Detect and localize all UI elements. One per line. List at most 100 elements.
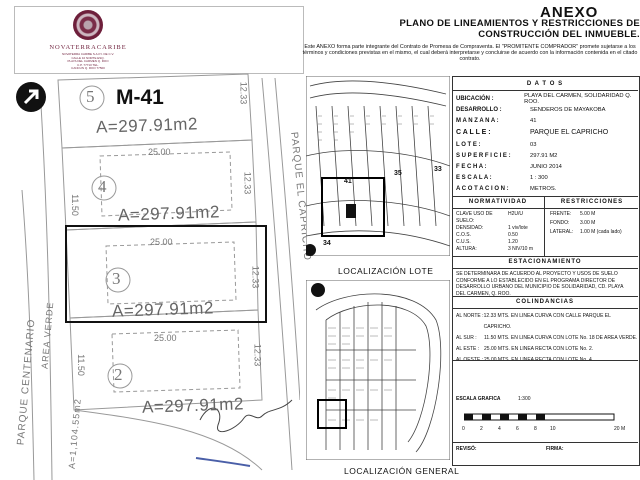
lot-plan-drawing — [21, 73, 300, 480]
datos-label: UBICACIÓN : — [456, 95, 494, 102]
lot-number: 2 — [114, 365, 123, 384]
colind-value: 11.50 MTS. EN LINEA CURVA CON LOTE No. 1… — [484, 335, 638, 341]
lot-number: 5 — [86, 87, 95, 106]
lot-mark: 33 — [434, 166, 442, 173]
general-highlight-box — [317, 399, 347, 429]
graphic-scale-bar — [464, 413, 615, 421]
datos-row: F E C H A : JUNIO 2014 — [456, 161, 638, 172]
divider — [452, 256, 638, 257]
restr-row: FRENTE:5.00 M — [550, 211, 638, 220]
colindancias-table: AL NORTE :12.33 MTS. EN LINEA CURVA CON … — [456, 311, 638, 366]
logo-address: NOVATERRA CARIBE S.A.P.I. DE C.V. CALLE … — [35, 52, 141, 71]
logo-address-line: C.P. 77710 TEL. — [77, 62, 99, 67]
colind-value: 25.00 MTS. EN LINEA RECTA CON LOTE No. 2… — [484, 346, 594, 352]
location-map-lote — [306, 76, 450, 256]
reviso-label: REVISÓ: — [456, 446, 477, 452]
norm-row: ALTURA: 3 NIV/10 m — [456, 246, 544, 253]
lot-mark: 35 — [394, 170, 402, 177]
datos-row: DESARROLLO : SENDEROS DE MAYAKOBA — [456, 104, 638, 115]
datos-row: C A L L E :PARQUE EL CAPRICHO — [456, 126, 638, 139]
datos-label: M A N Z A N A : — [456, 117, 499, 124]
scale-tick: 10 — [550, 426, 556, 432]
norm-row: DENSIDAD:1 viv/lote — [456, 225, 544, 232]
lot-area: A=297.91m2 — [141, 394, 245, 417]
norm-value: 3 NIV/10 m — [508, 246, 534, 252]
divider — [452, 90, 638, 91]
escala-grafica-title: ESCALA GRAFICA — [456, 396, 501, 402]
divider-vertical — [544, 196, 545, 256]
scale-tick: 6 — [516, 426, 519, 432]
datos-row: UBICACIÓN :PLAYA DEL CARMEN, SOLIDARIDAD… — [456, 93, 638, 105]
lot-area: A=297.91m2 — [117, 202, 221, 225]
normatividad-table: CLAVE USO DE SUELO: H2U/U DENSIDAD:1 viv/… — [456, 211, 544, 253]
highlighted-lot-outline — [65, 225, 267, 323]
datos-title: D A T O S — [526, 81, 564, 87]
datos-table: UBICACIÓN :PLAYA DEL CARMEN, SOLIDARIDAD… — [456, 93, 638, 194]
lot-side-dimension: 12.33 — [252, 343, 263, 367]
lot-mark: 34 — [323, 240, 331, 247]
lot-number: 4 — [98, 177, 107, 196]
restr-row: FONDO:3.00 M — [550, 220, 638, 229]
lot-side-dimension: 12.33 — [242, 171, 253, 195]
divider — [452, 442, 638, 443]
lot-side-dimension: 12.33 — [238, 81, 249, 105]
datos-label: F E C H A : — [456, 163, 487, 170]
lot-width-dimension: 25.00 — [150, 237, 173, 247]
colind-label: AL ESTE : — [456, 346, 480, 352]
lot-mark: 41 — [344, 178, 352, 185]
location-map-general — [306, 280, 450, 460]
colindancias-title: COLINDANCIAS — [516, 299, 574, 305]
colind-label: AL NORTE : — [456, 313, 484, 319]
restr-row: LATERAL:1.00 M (cada lado) — [550, 229, 638, 238]
datos-label: L O T E : — [456, 141, 481, 148]
lot-number: 3 — [112, 269, 121, 288]
scale-tick: 20 M — [614, 426, 626, 432]
colind-row: AL NORTE :12.33 MTS. EN LINEA CURVA CON … — [456, 311, 638, 333]
norm-label: ALTURA: — [456, 246, 477, 252]
datos-label: S U P E R F I C I E : — [456, 152, 511, 159]
datos-label: DESARROLLO : — [456, 106, 502, 113]
datos-label: E S C A L A : — [456, 174, 492, 181]
datos-value: 41 — [530, 117, 537, 124]
normatividad-title: NORMATIVIDAD — [468, 199, 528, 205]
anexo-title: ANEXO — [540, 4, 599, 21]
restr-value: 5.00 M — [580, 211, 596, 217]
datos-value: 1 : 300 — [530, 174, 548, 181]
logo-address-line: CANCUN Q. ROO 77500 — [71, 66, 105, 71]
document-title-line-2: CONSTRUCCIÓN DEL INMUEBLE. — [478, 29, 640, 40]
lot-area: A=297.91m2 — [95, 114, 199, 137]
estacionamiento-title: ESTACIONAMIENTO — [508, 259, 582, 265]
estacionamiento-text: SE DETERMINARA DE ACUERDO AL PROYECTO Y … — [456, 271, 624, 297]
datos-row: S U P E R F I C I E :297.91 M2 — [456, 150, 638, 161]
lote-highlight-box — [321, 177, 385, 237]
firma-label: FIRMA: — [546, 446, 564, 452]
datos-value: SENDEROS DE MAYAKOBA — [530, 106, 606, 113]
developer-logo-block: NOVATERRACARIBE NOVATERRA CARIBE S.A.P.I… — [14, 6, 304, 74]
divider — [452, 196, 638, 197]
datos-value: JUNIO 2014 — [530, 163, 562, 170]
norm-row: C.O.S.0.50 — [456, 232, 544, 239]
colind-label: AL SUR : — [456, 335, 477, 341]
restr-label: FONDO: — [550, 220, 570, 226]
restr-label: LATERAL: — [550, 229, 574, 235]
norm-label: DENSIDAD: — [456, 225, 484, 231]
lot-width-dimension: 25.00 — [154, 333, 177, 343]
divider — [452, 308, 638, 309]
signature-stroke — [199, 399, 293, 433]
norm-value: H2U/U — [508, 211, 524, 217]
divider — [452, 208, 638, 209]
divider — [452, 296, 638, 297]
lot-area: A=297.91m2 — [111, 298, 215, 321]
escala-grafica-ratio: 1:300 — [518, 396, 531, 402]
scale-tick: 2 — [480, 426, 483, 432]
datos-row: L O T E :03 — [456, 139, 638, 150]
norm-label: C.U.S. — [456, 239, 471, 245]
divider — [452, 268, 638, 269]
document-title-line-1: PLANO DE LINEAMIENTOS Y RESTRICCIONES DE — [399, 18, 640, 29]
colind-row: AL SUR : 11.50 MTS. EN LINEA CURVA CON LO… — [456, 333, 638, 344]
norm-label: CLAVE USO DE SUELO: — [456, 211, 493, 224]
datos-row: M A N Z A N A : 41 — [456, 115, 638, 126]
colind-row: AL ESTE : 25.00 MTS. EN LINEA RECTA CON L… — [456, 344, 638, 355]
datos-value: PARQUE EL CAPRICHO — [530, 129, 609, 136]
scale-tick: 0 — [462, 426, 465, 432]
